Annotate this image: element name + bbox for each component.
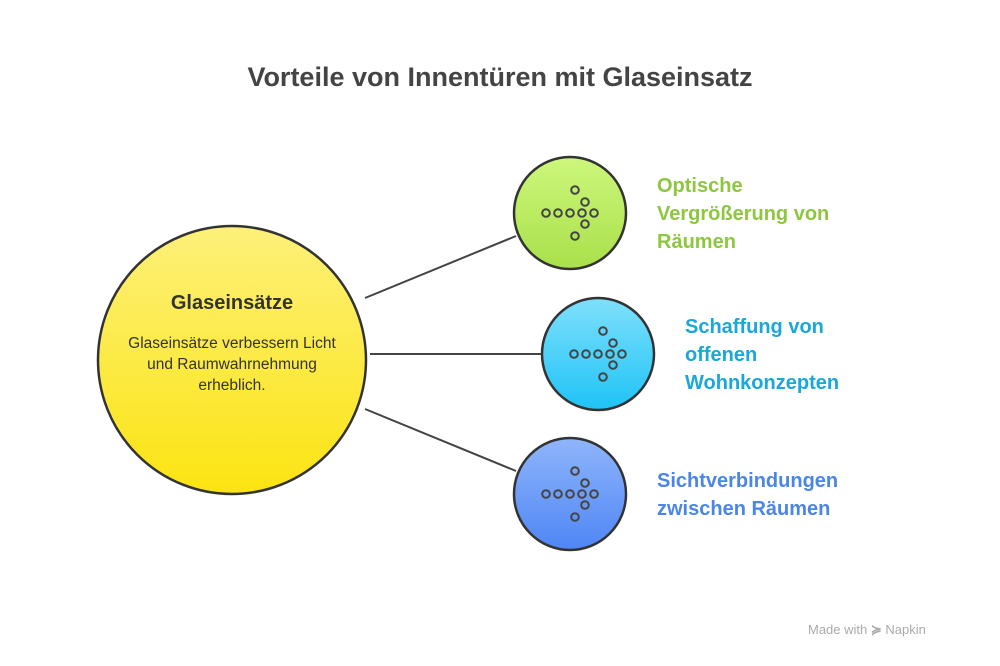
benefit-circle-3: [512, 436, 628, 552]
arrow-dot: [541, 208, 551, 218]
arrow-dot: [553, 208, 563, 218]
arrow-dot: [598, 326, 608, 336]
arrow-dot: [617, 349, 627, 359]
center-description: Glaseinsätze verbessern Licht und Raumwa…: [128, 335, 336, 394]
footer: Made with ≽ Napkin: [808, 622, 926, 638]
arrow-dot: [608, 360, 618, 370]
dotted-arrow-right-icon: [541, 466, 599, 522]
center-circle: [96, 224, 368, 496]
arrow-dot: [593, 349, 603, 359]
napkin-logo-icon: ≽: [870, 622, 882, 637]
arrow-dot: [570, 231, 580, 241]
connector-3: [364, 408, 517, 472]
benefit-label-1: Optische Vergrößerung von Räumen: [657, 175, 830, 253]
footer-text: Made with: [808, 622, 868, 637]
arrow-dot: [580, 197, 590, 207]
dotted-arrow-right-icon: [569, 326, 627, 382]
benefit-circle-2: [540, 296, 656, 412]
arrow-dot: [569, 349, 579, 359]
footer-brand: Napkin: [885, 622, 926, 637]
arrow-dot: [581, 349, 591, 359]
arrow-dot: [541, 489, 551, 499]
arrow-dot: [580, 478, 590, 488]
benefit-label-2: Schaffung von offenen Wohnkonzepten: [685, 316, 840, 394]
arrow-dot: [565, 208, 575, 218]
benefit-label-3: Sichtverbindungen zwischen Räumen: [657, 470, 839, 520]
arrow-dot: [598, 372, 608, 382]
benefit-circle-1: [512, 155, 628, 271]
arrow-dot: [605, 349, 615, 359]
arrow-dot: [580, 500, 590, 510]
arrow-dot: [570, 185, 580, 195]
page-title: Vorteile von Innentüren mit Glaseinsatz: [247, 62, 753, 92]
dotted-arrow-right-icon: [541, 185, 599, 241]
center-title: Glaseinsätze: [170, 292, 294, 314]
arrow-dot: [580, 219, 590, 229]
arrow-dot: [570, 466, 580, 476]
arrow-dot: [553, 489, 563, 499]
connector-1: [364, 235, 517, 299]
arrow-dot: [565, 489, 575, 499]
arrow-dot: [577, 489, 587, 499]
arrow-dot: [589, 489, 599, 499]
arrow-dot: [608, 338, 618, 348]
arrow-dot: [589, 208, 599, 218]
arrow-dot: [577, 208, 587, 218]
arrow-dot: [570, 512, 580, 522]
